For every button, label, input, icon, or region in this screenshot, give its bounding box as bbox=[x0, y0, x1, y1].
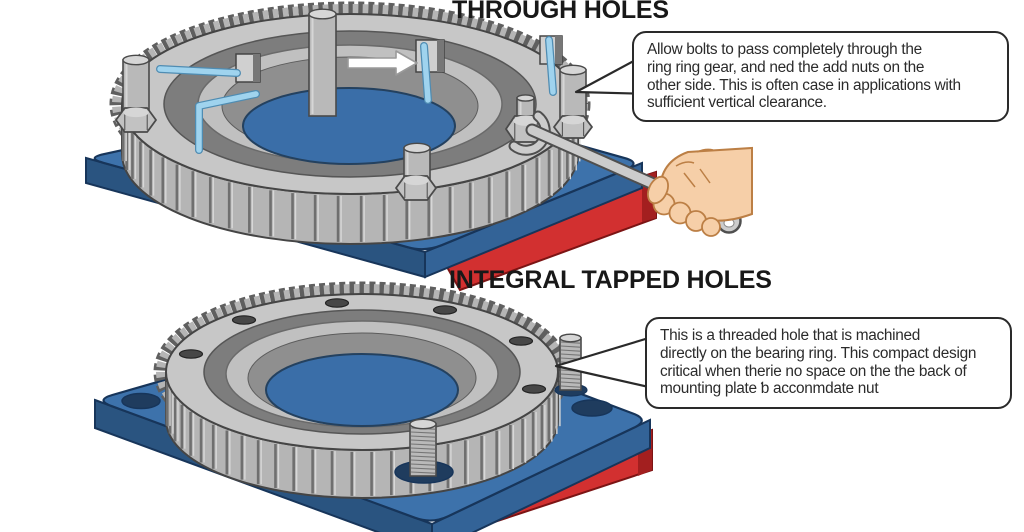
ring-gear bbox=[153, 281, 571, 499]
callout-line: ring ring gear, and ned the add nuts on … bbox=[647, 58, 925, 76]
callout-line: sufficient vertical clearance. bbox=[647, 94, 827, 112]
flow-arrows bbox=[156, 36, 557, 154]
section-title-through-holes: THROUGH HOLES bbox=[452, 0, 669, 24]
tapped-hole bbox=[432, 305, 458, 315]
bolt-studs bbox=[115, 54, 593, 201]
plate-hole bbox=[121, 392, 161, 410]
callout-line: critical when therie no space on the the… bbox=[660, 362, 967, 380]
tapped-hole bbox=[231, 315, 257, 325]
plate-hole bbox=[571, 399, 613, 417]
tapped-hole bbox=[521, 384, 547, 394]
tapped-hole bbox=[324, 298, 350, 308]
thumb bbox=[647, 175, 669, 205]
callout-integral-tapped-holes: This is a threaded hole that is machined… bbox=[645, 317, 1012, 409]
white-arrow bbox=[347, 50, 418, 76]
tapped-hole bbox=[508, 336, 534, 346]
finger bbox=[701, 217, 721, 237]
section-title-integral-tapped-holes: INTEGRAL TAPPED HOLES bbox=[449, 266, 772, 294]
bore-opening bbox=[265, 353, 459, 427]
ring-gear bbox=[109, 1, 591, 245]
callout-line: Allow bolts to pass completely through t… bbox=[647, 41, 922, 58]
hand bbox=[647, 146, 753, 237]
bolt-stud-center bbox=[308, 8, 337, 117]
callout-through-holes: Allow bolts to pass completely through t… bbox=[632, 31, 1009, 122]
callout-line: This is a threaded hole that is machined bbox=[660, 327, 921, 344]
tapped-hole bbox=[178, 349, 204, 359]
callout-line: directly on the bearing ring. This compa… bbox=[660, 344, 977, 362]
threaded-studs bbox=[394, 333, 588, 484]
callout-line: other side. This is often case in applic… bbox=[647, 76, 961, 94]
illustration-through-holes bbox=[85, 1, 753, 292]
callout-line: mounting plate ƅ acconmdate nut bbox=[660, 380, 879, 398]
illustration-integral-tapped-holes bbox=[94, 281, 664, 532]
bore-opening bbox=[242, 87, 456, 165]
